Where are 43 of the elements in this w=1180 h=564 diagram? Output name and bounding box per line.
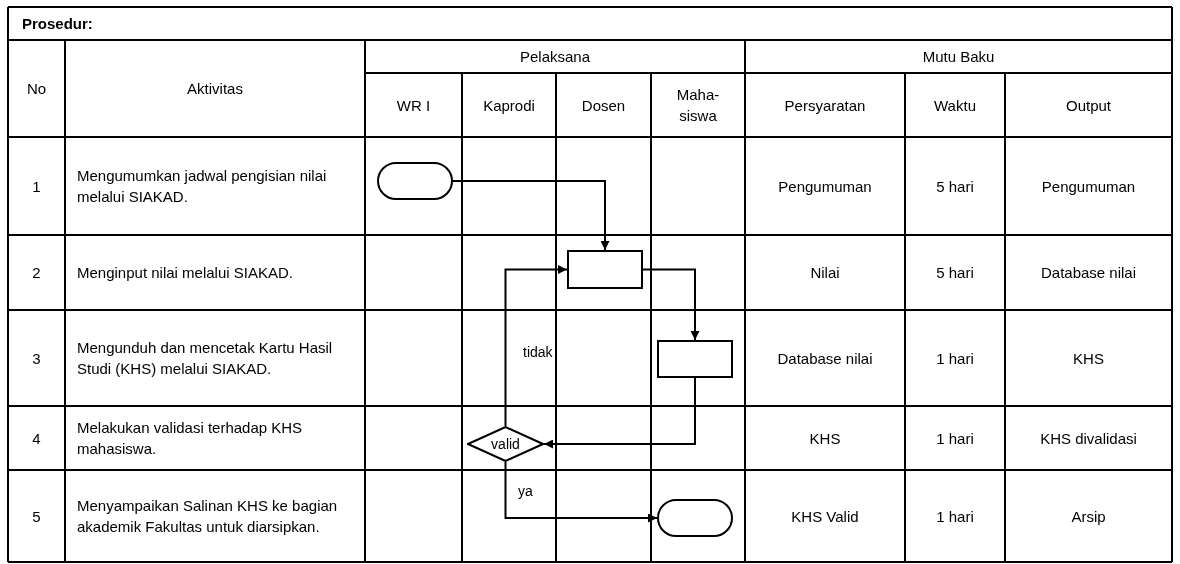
activity-text: Melakukan validasi terhadap KHS mahasiswa. — [77, 418, 304, 459]
table-cell-text: KHS Valid — [791, 506, 859, 527]
column-header: Persyaratan — [784, 95, 866, 116]
row-number: 3 — [32, 348, 41, 369]
table-cell-text: KHS divalidasi — [1040, 428, 1137, 449]
column-header: No — [26, 79, 47, 99]
column-header: Output — [1066, 95, 1111, 116]
table-cell-text: 1 hari — [936, 348, 974, 369]
process-box — [657, 340, 733, 378]
section-heading: Prosedur: — [22, 14, 93, 34]
table-cell-text: Pengumuman — [778, 176, 872, 197]
activity-text: Menginput nilai melalui SIAKAD. — [77, 263, 293, 283]
process-box — [567, 250, 643, 289]
column-header: WR I — [396, 95, 431, 116]
row-number: 4 — [32, 428, 41, 449]
decision-diamond — [467, 426, 544, 462]
table-cell-text: Arsip — [1071, 506, 1106, 527]
terminal-shape — [657, 499, 733, 537]
activity-text: Menyampaikan Salinan KHS ke bagian akademik Fakultas untuk diarsipkan. — [77, 496, 339, 537]
table-cell-text: KHS — [1073, 348, 1104, 369]
activity-text: Mengumumkan jadwal pengisian nilai melalui SIAKAD. — [77, 166, 328, 207]
column-header: Pelaksana — [519, 47, 591, 67]
table-cell-text: Database nilai — [1040, 263, 1137, 283]
terminal-shape — [377, 162, 453, 200]
column-header: Maha- siswa — [675, 85, 721, 126]
column-header: Aktivitas — [187, 79, 243, 99]
activity-text: Mengunduh dan mencetak Kartu Hasil Studi (KHS) melalui SIAKAD. — [77, 338, 334, 379]
table-cell-text: Database nilai — [777, 348, 873, 369]
column-header: Mutu Baku — [922, 47, 995, 67]
table-cell-text: 5 hari — [936, 176, 974, 197]
row-number: 1 — [32, 176, 41, 197]
row-number: 5 — [32, 506, 41, 527]
table-cell-text: KHS — [809, 428, 841, 449]
table-cell-text: 1 hari — [936, 506, 974, 527]
column-header: Kaprodi — [483, 95, 535, 116]
table-cell-text: Pengumuman — [1041, 176, 1136, 197]
table-cell-text: 1 hari — [936, 428, 974, 449]
table-cell-text: Nilai — [810, 263, 840, 283]
column-header: Dosen — [581, 95, 626, 116]
column-header: Waktu — [934, 95, 976, 116]
table-cell-text: 5 hari — [936, 263, 974, 283]
decision-label: valid — [490, 435, 521, 453]
row-number: 2 — [32, 263, 41, 283]
